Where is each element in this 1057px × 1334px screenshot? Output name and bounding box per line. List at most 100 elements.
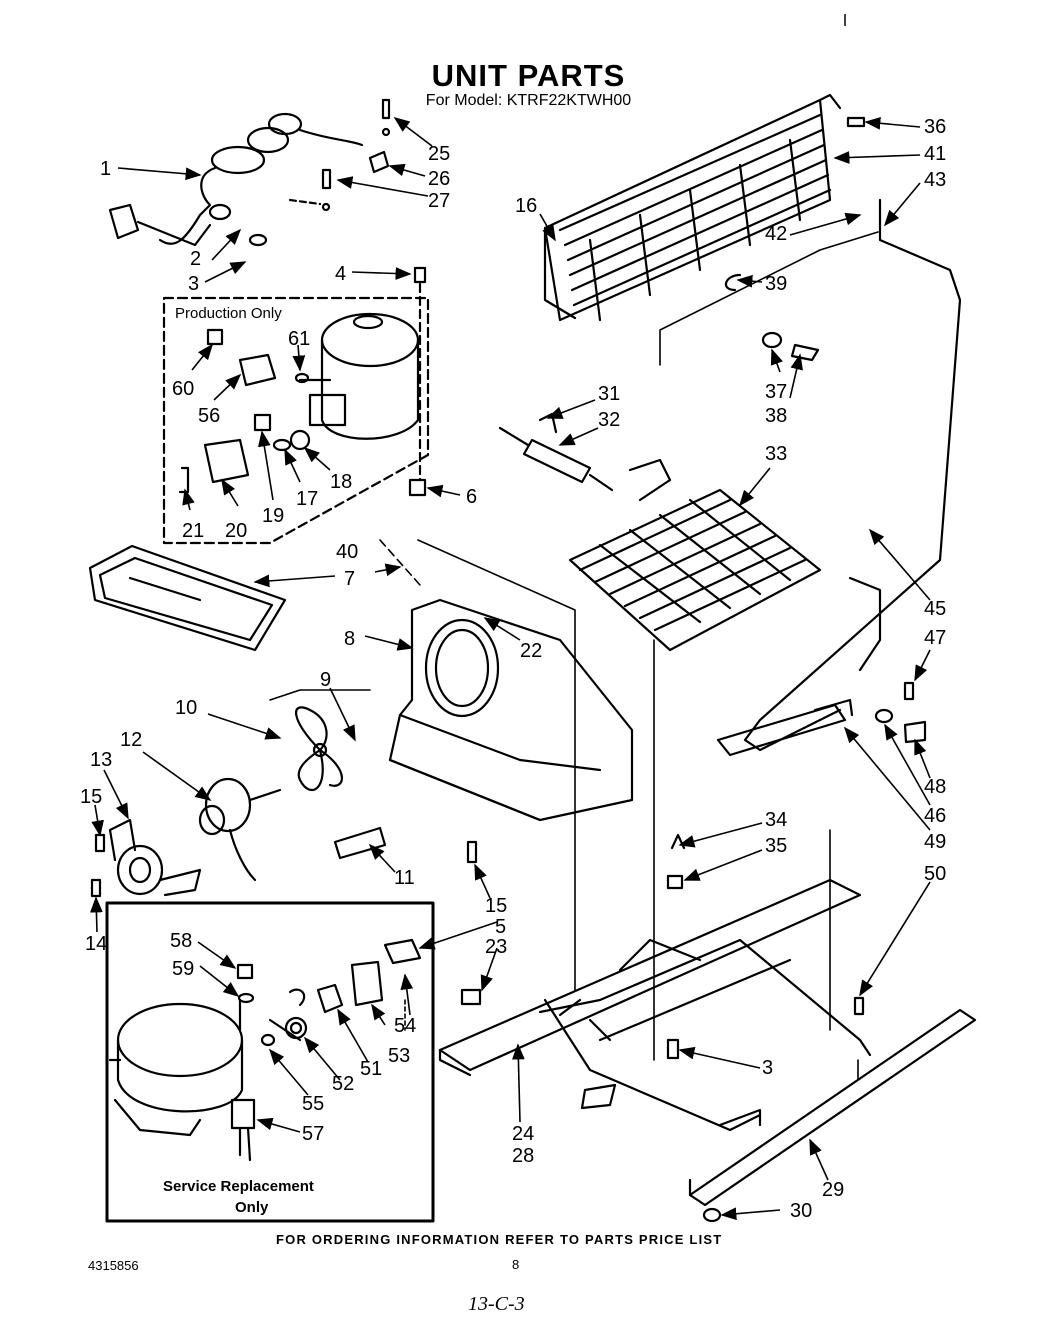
- callout: 6: [466, 486, 477, 508]
- callout: 31: [598, 383, 620, 405]
- callout: 3: [762, 1057, 773, 1079]
- part-19: [253, 413, 272, 432]
- callout: 37: [765, 381, 787, 403]
- compressor-service: [108, 1002, 244, 1137]
- service-replacement-only-label: Only: [235, 1199, 269, 1216]
- callout: 60: [172, 378, 194, 400]
- rail-29: [688, 1008, 977, 1207]
- screw-25: [381, 98, 391, 137]
- capacitor-57: [230, 1098, 256, 1162]
- callout: 45: [924, 598, 946, 620]
- callout: 32: [598, 409, 620, 431]
- ordering-note: FOR ORDERING INFORMATION REFER TO PARTS …: [276, 1232, 723, 1247]
- callout: 21: [182, 520, 204, 542]
- fan-shroud: [388, 598, 634, 822]
- screw-27: [288, 168, 332, 212]
- relay-56: [238, 353, 277, 387]
- callout: 35: [765, 835, 787, 857]
- base-frame: [438, 878, 872, 1132]
- callout: 41: [924, 143, 946, 165]
- screw-30: [702, 1207, 722, 1223]
- part-17: [272, 438, 292, 452]
- callout: 19: [262, 505, 284, 527]
- callout: 43: [924, 169, 946, 191]
- clip-21: [178, 466, 190, 494]
- callout: 15: [485, 895, 507, 917]
- compressor-production: [298, 312, 420, 440]
- motor-bracket: [90, 818, 202, 898]
- callout: 1: [100, 158, 111, 180]
- power-cord: [108, 112, 364, 247]
- callout: 34: [765, 809, 787, 831]
- callout: 3: [188, 273, 199, 295]
- callout: 27: [428, 190, 450, 212]
- callout: 53: [388, 1045, 410, 1067]
- screw-15b: [466, 840, 478, 864]
- callout: 57: [302, 1123, 324, 1145]
- callout: 9: [320, 669, 331, 691]
- callout: 52: [332, 1073, 354, 1095]
- part-35: [666, 874, 684, 890]
- callout: 2: [190, 248, 201, 270]
- callout: 58: [170, 930, 192, 952]
- callout: 39: [765, 273, 787, 295]
- callout: 51: [360, 1058, 382, 1080]
- callout: 18: [330, 471, 352, 493]
- callout: 50: [924, 863, 946, 885]
- part-54: [383, 938, 422, 965]
- screw-3b: [666, 1038, 680, 1060]
- part-34: [670, 833, 686, 850]
- heater-49: [716, 703, 847, 757]
- callout: 28: [512, 1145, 534, 1167]
- part-11: [333, 826, 387, 860]
- part-61: [294, 372, 310, 384]
- clip-48: [903, 720, 927, 744]
- part-18: [289, 429, 311, 451]
- service-replacement-box: [105, 901, 435, 1223]
- callout: 4: [335, 263, 346, 285]
- capacitor-20: [203, 438, 250, 484]
- fan-blade: [295, 706, 343, 791]
- washer-58: [236, 963, 254, 980]
- part-60: [206, 328, 224, 346]
- part-52: [284, 988, 308, 1040]
- production-only-label: Production Only: [175, 305, 282, 322]
- callout: 59: [172, 958, 194, 980]
- grommet-4: [413, 266, 427, 284]
- page-title: UNIT PARTS: [431, 58, 626, 93]
- callout: 54: [394, 1015, 416, 1037]
- callout: 15: [80, 786, 102, 808]
- callout: 38: [765, 405, 787, 427]
- callout: 8: [344, 628, 355, 650]
- callout: 40: [336, 541, 358, 563]
- callout: 49: [924, 831, 946, 853]
- callout: 48: [924, 776, 946, 798]
- production-only-box: [162, 296, 430, 545]
- callout: 24: [512, 1123, 534, 1145]
- callout: 16: [515, 195, 537, 217]
- doc-number: 4315856: [88, 1258, 139, 1273]
- callout: 56: [198, 405, 220, 427]
- condenser-coil: [543, 93, 842, 322]
- callout: 22: [520, 640, 542, 662]
- callout: 36: [924, 116, 946, 138]
- callout: 61: [288, 328, 310, 350]
- service-replacement-label: Service Replacement: [163, 1178, 314, 1195]
- callout: 33: [765, 443, 787, 465]
- washer-59: [237, 992, 255, 1004]
- screw-36: [846, 116, 866, 128]
- part-46: [874, 708, 894, 724]
- callout: 42: [765, 223, 787, 245]
- screw-47: [903, 681, 915, 701]
- screw-50: [853, 996, 865, 1016]
- callout: 20: [225, 520, 247, 542]
- model-subtitle: For Model: KTRF22KTWH00: [425, 92, 632, 109]
- callout: 23: [485, 936, 507, 958]
- callout: 13: [90, 749, 112, 771]
- callout: 46: [924, 805, 946, 827]
- callout: 11: [394, 867, 415, 889]
- callout-labels: 1 2 3 4 25 26 27 61 60 56 19 17 18 20 21…: [80, 116, 946, 1222]
- drain-pan: [88, 544, 287, 652]
- fan-motor: [198, 777, 282, 882]
